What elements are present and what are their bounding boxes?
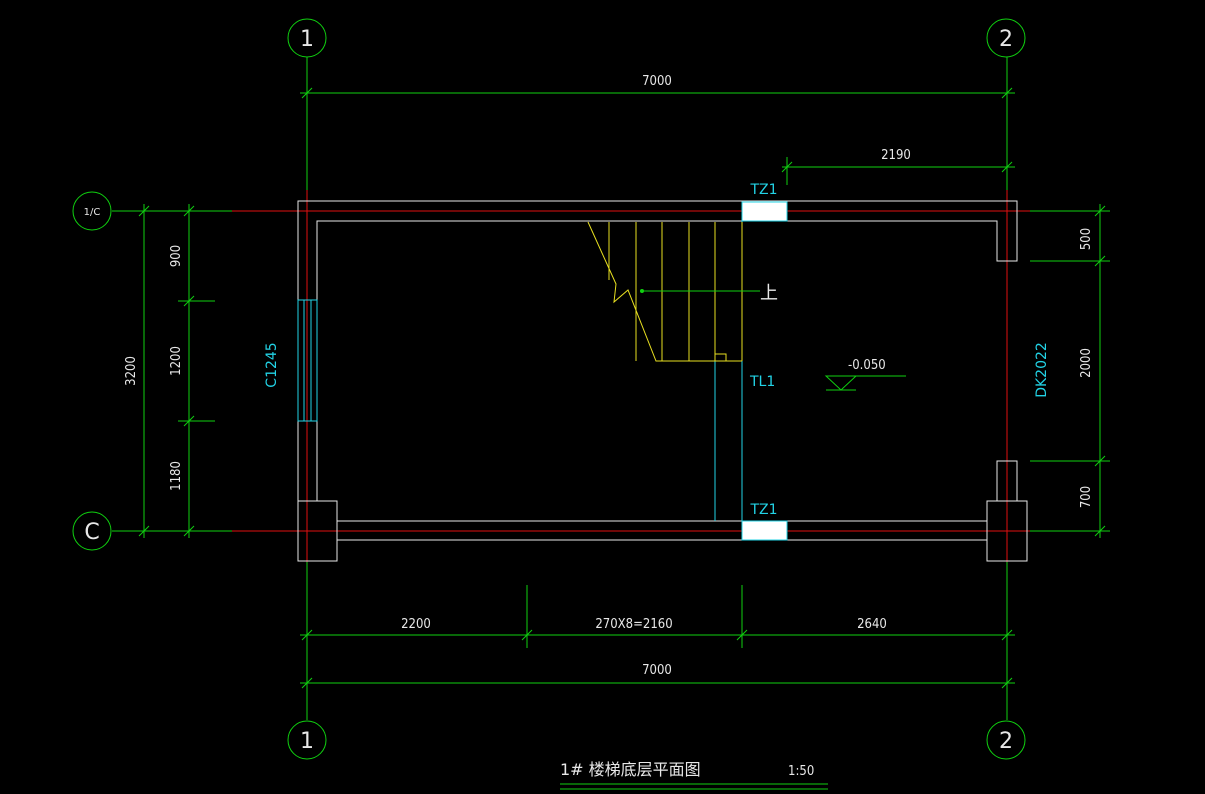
- dim-bottom-total-label: 7000: [642, 663, 672, 678]
- dim-left-total-label: 3200: [124, 356, 139, 386]
- beam-label: TL1: [749, 374, 775, 390]
- drawing-scale: 1:50: [788, 764, 814, 779]
- dim-right-seg1-label: 500: [1079, 228, 1094, 250]
- column-tz1-bottom: [741, 520, 788, 541]
- axis-extension-lines: [112, 57, 1110, 720]
- axis-lines: [232, 190, 1030, 562]
- window-label: C1245: [264, 342, 280, 387]
- dim-left-seg2-label: 1200: [169, 346, 184, 376]
- dim-left-seg3-label: 1180: [169, 461, 184, 491]
- svg-text:2: 2: [999, 27, 1013, 52]
- up-mark: 上: [760, 283, 778, 304]
- dim-right-seg3-label: 700: [1079, 486, 1094, 508]
- dim-bottom-right-label: 2640: [857, 617, 887, 632]
- drawing-title: 1# 楼梯底层平面图: [560, 760, 701, 779]
- dim-right: [1030, 204, 1110, 538]
- door-label: DK2022: [1034, 342, 1050, 398]
- dim-bottom-total: [300, 677, 1015, 689]
- dim-bottom-left-label: 2200: [401, 617, 431, 632]
- axis-bubble-bottom-2: 2: [986, 720, 1026, 760]
- beam-tl1: [714, 221, 743, 521]
- column-label-bottom: TZ1: [749, 502, 777, 518]
- dim-top-total-label: 7000: [642, 74, 672, 89]
- axis-bubble-c: C: [72, 511, 112, 551]
- column-tz1-top: [741, 201, 788, 222]
- dim-top-partial-label: 2190: [881, 148, 911, 163]
- dim-right-seg2-label: 2000: [1079, 348, 1094, 378]
- stair-direction-arrow: [640, 289, 760, 293]
- axis-bubble-top-2: 2: [986, 18, 1026, 58]
- axis-bubble-1c: 1/C: [72, 191, 112, 231]
- walls: [297, 200, 1028, 562]
- elevation-label: -0.050: [848, 358, 886, 373]
- window-c1245: [297, 299, 318, 422]
- dim-left: [138, 204, 215, 538]
- dim-bottom-segments: [300, 585, 1015, 648]
- dim-top-total: [300, 87, 1015, 99]
- svg-text:1: 1: [300, 729, 314, 754]
- dim-left-seg1-label: 900: [169, 245, 184, 267]
- svg-text:2: 2: [999, 729, 1013, 754]
- svg-text:1/C: 1/C: [84, 207, 101, 218]
- dim-bottom-mid-label: 270X8=2160: [595, 617, 672, 632]
- title-underline: [560, 783, 828, 790]
- elevation-mark: [824, 375, 906, 391]
- axis-bubble-top-1: 1: [287, 18, 327, 58]
- axis-bubble-bottom-1: 1: [287, 720, 327, 760]
- dim-top-partial: [781, 157, 1015, 185]
- column-label-top: TZ1: [749, 182, 777, 198]
- svg-text:1: 1: [300, 27, 314, 52]
- svg-text:C: C: [84, 520, 99, 545]
